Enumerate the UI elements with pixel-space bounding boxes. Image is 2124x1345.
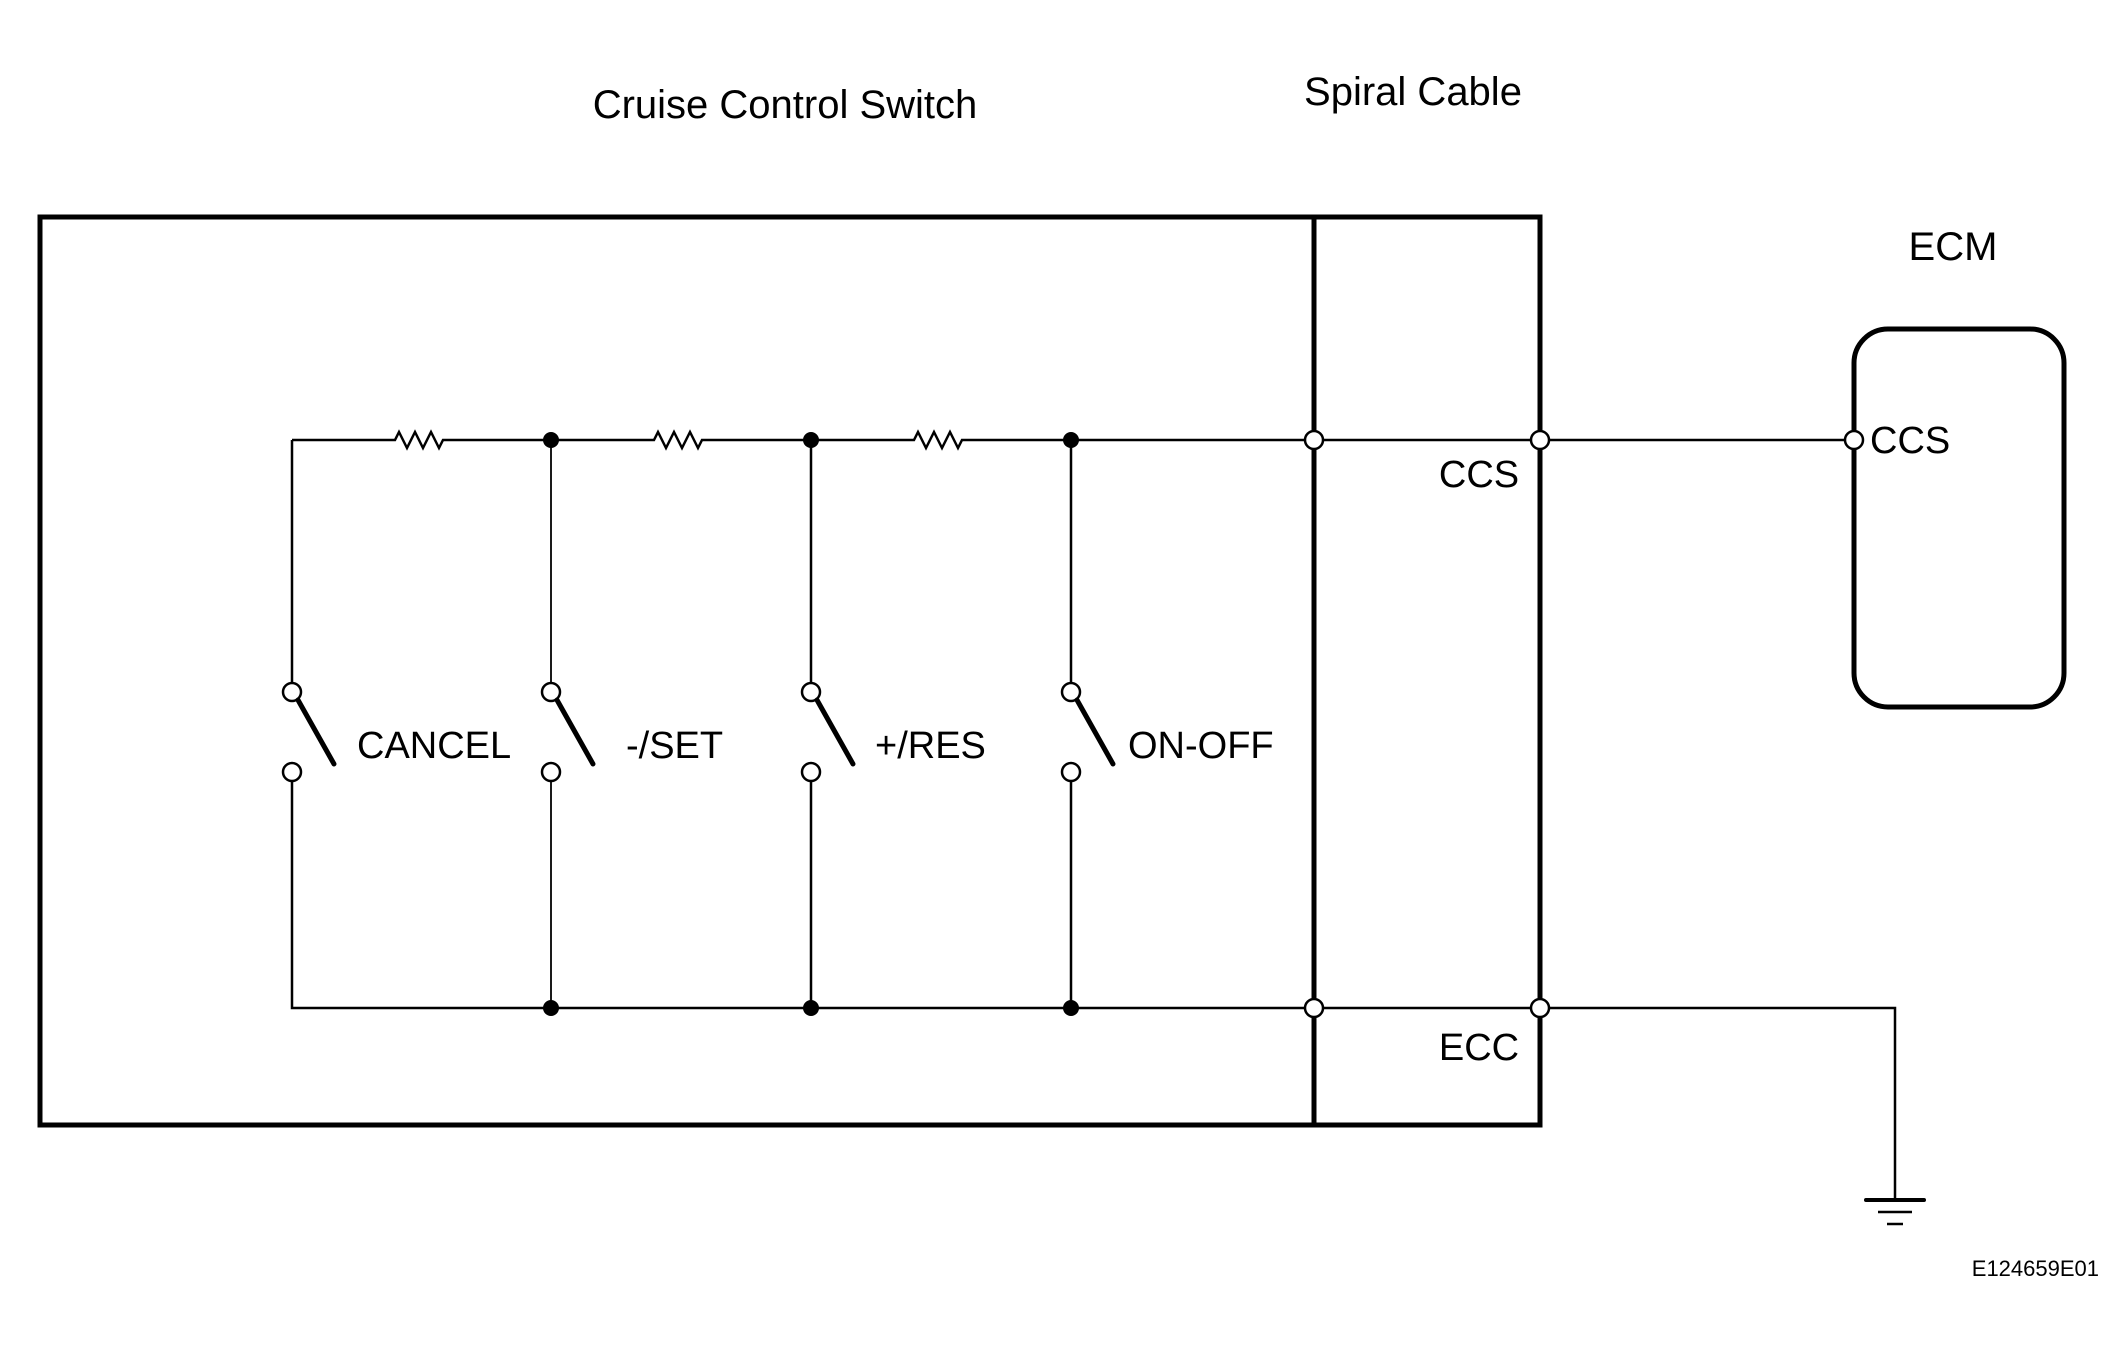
branch-wires — [550, 440, 1073, 1008]
ecc-cable-label: ECC — [1439, 1027, 1519, 1069]
switch-on-off: ON-OFF — [1060, 681, 1274, 783]
ecc-bus-wire — [290, 780, 1308, 1010]
ccs-cable-label: CCS — [1439, 454, 1519, 496]
cruise-control-switch-title: Cruise Control Switch — [593, 83, 978, 127]
switch-label: CANCEL — [357, 725, 511, 767]
ecc-ground-wire — [1546, 1006, 1897, 1198]
ground-icon — [1864, 1198, 1926, 1226]
cruise-control-switch-box — [37, 214, 1543, 1128]
figure-code: E124659E01 — [1972, 1256, 2099, 1281]
ecm-title: ECM — [1909, 225, 1998, 269]
switch-label: +/RES — [875, 725, 986, 767]
spiral-cable-title: Spiral Cable — [1304, 70, 1522, 114]
switch-label: ON-OFF — [1128, 725, 1274, 767]
junction-dots — [543, 432, 1079, 1016]
switch-set: -/SET — [540, 681, 723, 783]
switch-res: +/RES — [800, 681, 986, 783]
switch-cancel: CANCEL — [281, 681, 511, 783]
switch-label: -/SET — [626, 725, 723, 767]
ecm-box — [1851, 326, 2067, 710]
connector-terminals — [1303, 429, 1865, 1019]
ccs-bus-wire — [290, 429, 1310, 682]
ccs-ecm-label: CCS — [1870, 420, 1950, 462]
